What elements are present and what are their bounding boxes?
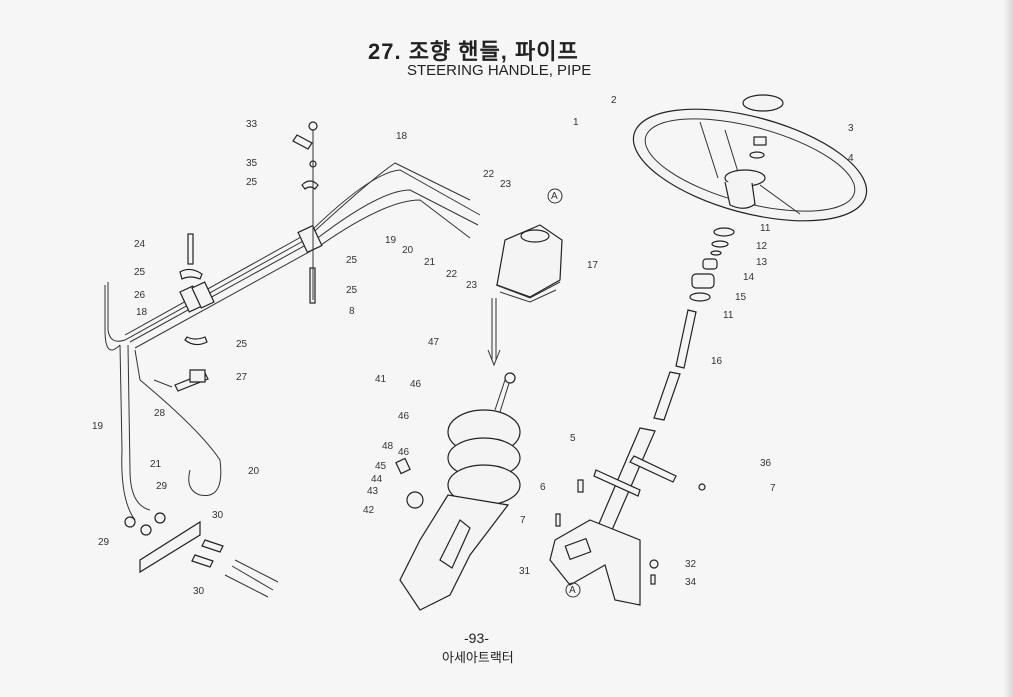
page-title-korean: 27. 조향 핸들, 파이프 xyxy=(368,39,579,64)
callout-label: 4 xyxy=(848,153,854,164)
callout-labels: 333525182223A242525258192021222317261825… xyxy=(92,95,854,597)
callout-label: 23 xyxy=(466,280,478,291)
callout-label: 21 xyxy=(424,257,436,268)
callout-label: 15 xyxy=(735,292,747,303)
callout-label: 11 xyxy=(723,310,734,321)
callout-label: A xyxy=(551,191,558,202)
callout-label: 18 xyxy=(136,307,148,318)
callout-label: 22 xyxy=(446,269,458,280)
callout-label: 27 xyxy=(236,372,248,383)
callout-label: 35 xyxy=(246,158,258,169)
callout-label: 6 xyxy=(540,482,546,493)
callout-label: 45 xyxy=(375,461,387,472)
callout-label: 30 xyxy=(212,510,224,521)
callout-label: 44 xyxy=(371,474,383,485)
callout-label: 7 xyxy=(520,515,526,526)
steering-unit xyxy=(487,188,563,367)
callout-label: 36 xyxy=(760,458,772,469)
hydraulic-pipes xyxy=(104,162,481,521)
callout-label: 16 xyxy=(711,356,723,367)
steering-gearbox xyxy=(395,372,521,611)
callout-label: 5 xyxy=(570,433,576,444)
callout-label: 24 xyxy=(134,239,146,250)
callout-label: 33 xyxy=(246,119,258,130)
callout-label: 31 xyxy=(519,566,531,577)
callout-label: 46 xyxy=(410,379,422,390)
callout-label: 13 xyxy=(756,257,768,268)
callout-label: 22 xyxy=(483,169,495,180)
callout-label: 25 xyxy=(346,255,358,266)
callout-label: 23 xyxy=(500,179,512,190)
callout-label: 47 xyxy=(428,337,440,348)
publisher-name: 아세아트랙터 xyxy=(442,650,514,665)
page-title-english: STEERING HANDLE, PIPE xyxy=(407,62,592,79)
callout-label: 8 xyxy=(349,306,355,317)
callout-label: 3 xyxy=(848,123,854,134)
callout-label: 11 xyxy=(760,223,771,234)
callout-label: 41 xyxy=(375,374,387,385)
callout-label: 20 xyxy=(402,245,414,256)
callout-label: 25 xyxy=(246,177,258,188)
callout-label: 28 xyxy=(154,408,166,419)
callout-label: 43 xyxy=(367,486,379,497)
callout-label: 19 xyxy=(92,421,104,432)
callout-label: 25 xyxy=(346,285,358,296)
callout-label: 21 xyxy=(150,459,162,470)
callout-label: 17 xyxy=(587,260,599,271)
callout-label: 26 xyxy=(134,290,146,301)
callout-label: 25 xyxy=(134,267,146,278)
callout-label: 20 xyxy=(248,466,260,477)
callout-label: 30 xyxy=(193,586,205,597)
callout-label: 14 xyxy=(743,272,755,283)
callout-label: 2 xyxy=(611,95,617,106)
callout-label: 34 xyxy=(685,577,697,588)
pipe-clamps xyxy=(153,121,323,392)
callout-label: 46 xyxy=(398,411,410,422)
callout-label: 46 xyxy=(398,447,410,458)
callout-label: 12 xyxy=(756,241,768,252)
steering-wheel xyxy=(632,94,868,222)
callout-label: 29 xyxy=(98,537,110,548)
callout-label: 7 xyxy=(770,483,776,494)
callout-label: 1 xyxy=(573,117,579,128)
callout-label: 42 xyxy=(363,505,375,516)
callout-label: 18 xyxy=(396,131,408,142)
pipe-bracket-plate xyxy=(124,512,279,598)
callout-label: 19 xyxy=(385,235,397,246)
page-number: -93- xyxy=(464,630,489,646)
steering-column xyxy=(549,227,735,606)
page-edge-shadow xyxy=(1003,0,1013,697)
callout-label: 48 xyxy=(382,441,394,452)
callout-label: 25 xyxy=(236,339,248,350)
callout-label: 29 xyxy=(156,481,168,492)
callout-label: 32 xyxy=(685,559,697,570)
callout-label: A xyxy=(569,585,576,596)
